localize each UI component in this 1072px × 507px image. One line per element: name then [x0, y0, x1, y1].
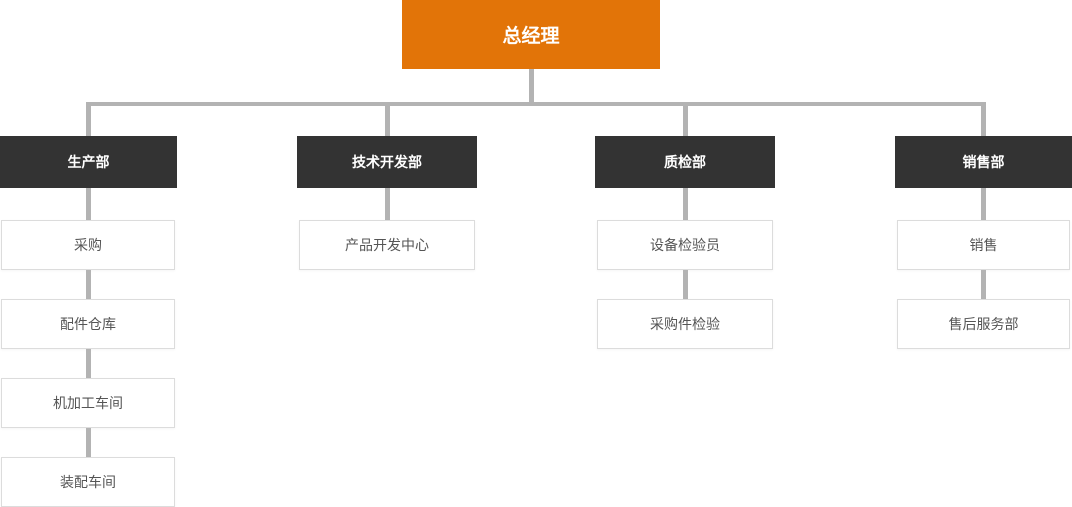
- org-node-equipment-inspector: 设备检验员: [597, 220, 773, 270]
- org-node-label: 销售部: [962, 154, 1005, 170]
- org-node-label: 总经理: [502, 26, 560, 47]
- root-drop-connector: [529, 69, 534, 106]
- org-node-dept-quality-inspection: 质检部: [595, 136, 775, 188]
- org-node-label: 质检部: [664, 154, 706, 170]
- org-node-after-sales-service: 售后服务部: [897, 299, 1070, 349]
- org-node-label: 采购件检验: [650, 316, 720, 332]
- org-node-general-manager: 总经理: [402, 0, 660, 69]
- org-node-label: 设备检验员: [650, 237, 720, 253]
- org-node-purchasing: 采购: [1, 220, 175, 270]
- org-node-dept-sales: 销售部: [895, 136, 1072, 188]
- org-node-label: 装配车间: [60, 474, 116, 490]
- org-node-label: 技术开发部: [352, 154, 422, 170]
- org-node-label: 销售: [969, 237, 998, 253]
- org-node-parts-warehouse: 配件仓库: [1, 299, 175, 349]
- org-node-label: 配件仓库: [60, 316, 116, 332]
- node-connector: [683, 188, 688, 220]
- dept-drop-connector-production: [86, 102, 91, 136]
- org-node-dept-production: 生产部: [0, 136, 177, 188]
- org-node-purchased-parts-inspection: 采购件检验: [597, 299, 773, 349]
- node-connector: [86, 428, 91, 457]
- node-connector: [981, 270, 986, 299]
- org-node-machining-workshop: 机加工车间: [1, 378, 175, 428]
- org-node-dept-tech-development: 技术开发部: [297, 136, 477, 188]
- level1-horizontal-connector: [86, 102, 986, 106]
- org-node-label: 机加工车间: [53, 395, 123, 411]
- node-connector: [981, 188, 986, 220]
- org-node-assembly-workshop: 装配车间: [1, 457, 175, 507]
- node-connector: [86, 270, 91, 299]
- node-connector: [86, 188, 91, 220]
- dept-drop-connector-sales: [981, 102, 986, 136]
- org-node-label: 生产部: [67, 154, 110, 170]
- node-connector: [385, 188, 390, 220]
- org-node-label: 产品开发中心: [345, 237, 429, 253]
- node-connector: [86, 349, 91, 378]
- org-node-label: 采购: [74, 237, 102, 253]
- org-node-label: 售后服务部: [948, 316, 1019, 332]
- org-node-sales: 销售: [897, 220, 1070, 270]
- dept-drop-connector-qa: [683, 102, 688, 136]
- dept-drop-connector-tech: [385, 102, 390, 136]
- node-connector: [683, 270, 688, 299]
- org-node-product-dev-center: 产品开发中心: [299, 220, 475, 270]
